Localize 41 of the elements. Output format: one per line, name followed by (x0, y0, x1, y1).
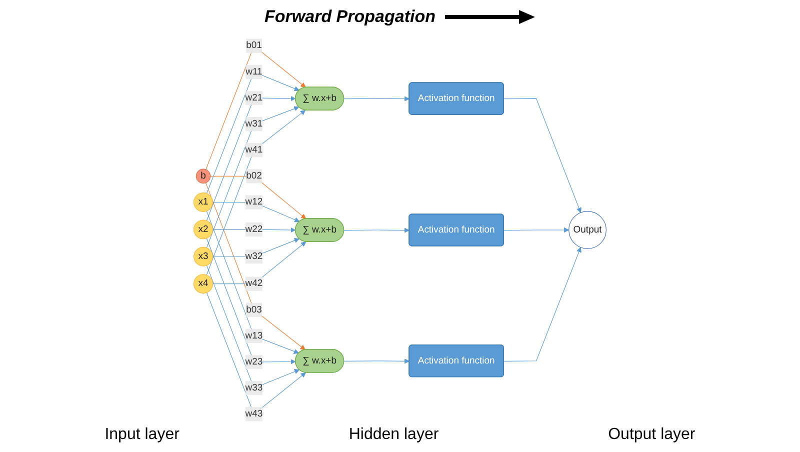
arrow (344, 96, 410, 102)
diagram-heading: Forward Propagation (264, 7, 436, 27)
edge-label: w13 (245, 330, 263, 341)
edge-label: w31 (245, 118, 263, 129)
arrow (210, 176, 306, 220)
edge-label: b01 (246, 40, 262, 51)
arrow (344, 358, 410, 364)
arrow (212, 202, 300, 222)
edge-label: w12 (245, 196, 263, 207)
edge-label: w11 (246, 66, 262, 77)
edge-label: b03 (246, 304, 262, 315)
edge-label: w32 (245, 251, 263, 262)
arrow (206, 110, 306, 276)
node-circle: Output (568, 211, 606, 249)
node-circle: x1 (194, 192, 213, 212)
edge-label: w23 (245, 356, 263, 367)
arrow (344, 228, 410, 233)
node-circle: x3 (194, 246, 213, 266)
edge-label: w41 (245, 144, 263, 155)
layer-label: Input layer (104, 426, 180, 445)
edge-label: b02 (246, 170, 262, 181)
edge-label: w33 (245, 382, 263, 393)
arrow (206, 106, 300, 248)
edge-label: w42 (245, 278, 263, 289)
layer-label: Output layer (608, 426, 696, 445)
arrow (504, 227, 570, 233)
arrow (212, 242, 306, 284)
layer-label: Hidden layer (348, 426, 439, 445)
node-circle: b (196, 168, 211, 184)
edge-label: w43 (245, 408, 263, 419)
arrow (504, 247, 582, 362)
node-circle: x2 (194, 220, 213, 240)
arrow (206, 238, 296, 364)
edge-label: w21 (245, 92, 263, 103)
arrow (206, 210, 300, 354)
edge-label: w22 (245, 224, 263, 234)
arrow (205, 182, 306, 350)
arrow (504, 98, 582, 213)
arrow (212, 238, 300, 257)
arrow (206, 96, 296, 221)
node-circle: x4 (194, 274, 213, 294)
